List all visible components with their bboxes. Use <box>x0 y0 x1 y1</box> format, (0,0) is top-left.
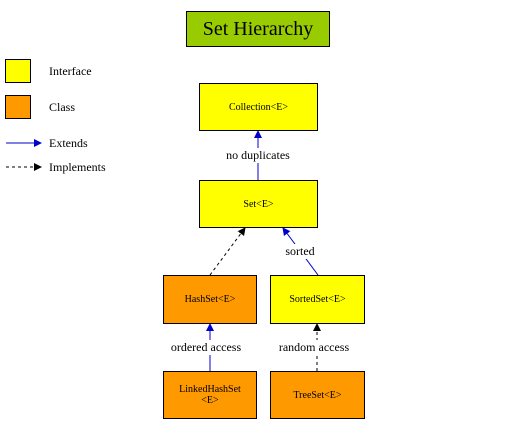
edge-hashset-set <box>209 227 246 276</box>
legend-extends-label: Extends <box>49 136 88 150</box>
edge-label-no-duplicates: no duplicates <box>226 148 290 163</box>
node-sortedset-label: SortedSet<E> <box>289 294 346 305</box>
legend-interface-label: Interface <box>49 64 92 78</box>
legend-interface-swatch <box>5 59 31 83</box>
node-sortedset: SortedSet<E> <box>270 275 365 324</box>
node-linkedhashset-label-line2: <E> <box>201 395 219 406</box>
node-set-label: Set<E> <box>243 198 274 210</box>
node-set: Set<E> <box>199 180 318 228</box>
legend-class-swatch <box>5 95 31 119</box>
edge-label-sorted: sorted <box>285 244 315 259</box>
node-hashset-label: HashSet<E> <box>184 294 236 305</box>
diagram-title: Set Hierarchy <box>186 11 330 47</box>
node-collection: Collection<E> <box>199 83 318 131</box>
legend-class-label: Class <box>49 100 76 114</box>
node-treeset-label: TreeSet<E> <box>293 389 342 401</box>
node-collection-label: Collection<E> <box>228 101 289 113</box>
node-linkedhashset: LinkedHashSet <E> <box>163 371 257 419</box>
edge-label-random-access: random access <box>278 340 350 355</box>
edge-label-ordered-access: ordered access <box>170 340 242 355</box>
node-hashset: HashSet<E> <box>163 275 257 324</box>
node-linkedhashset-label-line1: LinkedHashSet <box>179 384 241 395</box>
node-treeset: TreeSet<E> <box>270 371 365 419</box>
legend-implements-label: Implements <box>49 160 106 174</box>
